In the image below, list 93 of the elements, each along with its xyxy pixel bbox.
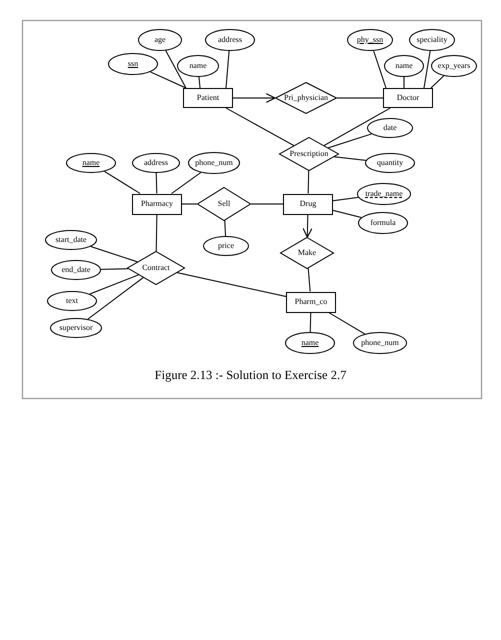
relationship-name: Pri_physician bbox=[284, 94, 328, 102]
figure-caption: Figure 2.13 :- Solution to Exercise 2.7 bbox=[154, 368, 346, 382]
attribute-name: name bbox=[395, 62, 413, 70]
attribute-name: phy_ssn bbox=[356, 36, 384, 44]
entity-box bbox=[383, 88, 433, 108]
relationship-diamond bbox=[127, 251, 185, 285]
attribute-ellipse bbox=[384, 55, 424, 77]
connector-line bbox=[332, 210, 362, 218]
attribute-name: formula bbox=[370, 219, 396, 227]
attribute-ellipse bbox=[203, 236, 249, 256]
attribute-ellipse bbox=[50, 318, 102, 338]
connector-line bbox=[226, 108, 294, 146]
connector-line bbox=[226, 50, 230, 88]
attribute-name: text bbox=[66, 297, 78, 305]
attribute-name: speciality bbox=[416, 36, 448, 44]
relationship-name: Prescription bbox=[290, 150, 328, 158]
attribute-ellipse bbox=[188, 152, 240, 174]
attribute-ellipse bbox=[51, 260, 101, 280]
connector-line bbox=[104, 170, 141, 194]
attribute-ellipse bbox=[132, 153, 180, 173]
arrow bbox=[302, 214, 313, 238]
connector-line bbox=[308, 170, 310, 194]
attribute-name: phone_num bbox=[361, 339, 399, 347]
connector-line bbox=[165, 50, 186, 88]
entity-name: Pharmacy bbox=[141, 200, 173, 208]
connector-line bbox=[373, 50, 386, 88]
attribute-ellipse bbox=[409, 29, 455, 51]
relationship-name: Contract bbox=[142, 264, 170, 272]
partial-key-attribute-ellipse bbox=[357, 183, 411, 205]
connector-line bbox=[198, 76, 200, 88]
attribute-name: address bbox=[144, 159, 168, 167]
connector-line bbox=[424, 50, 431, 88]
attribute-name: quantity bbox=[376, 159, 404, 167]
attribute-name: name bbox=[301, 339, 319, 347]
key-attribute-ellipse bbox=[108, 53, 158, 75]
attribute-name: ssn bbox=[128, 60, 138, 68]
connector-line bbox=[89, 274, 140, 294]
relationship-name: Make bbox=[298, 249, 316, 257]
connector-line bbox=[171, 172, 202, 194]
entity-name: Pharm_co bbox=[294, 298, 328, 306]
attribute-name: start_date bbox=[55, 236, 87, 244]
connector-line bbox=[156, 172, 158, 194]
attribute-ellipse bbox=[45, 230, 97, 250]
attribute-name: age bbox=[154, 36, 166, 44]
relationship-diamond bbox=[197, 187, 251, 221]
connector-line bbox=[176, 272, 286, 298]
entity-name: Doctor bbox=[396, 94, 420, 102]
attribute-ellipse bbox=[205, 29, 255, 51]
relationship-diamond bbox=[279, 137, 339, 171]
connector-line bbox=[310, 312, 312, 332]
attribute-name: name bbox=[189, 62, 207, 70]
key-attribute-ellipse bbox=[66, 153, 116, 173]
entity-box bbox=[283, 194, 333, 214]
connector-line bbox=[156, 214, 158, 252]
connector-line bbox=[328, 133, 372, 148]
attribute-ellipse bbox=[365, 153, 415, 173]
connector-line bbox=[224, 220, 226, 236]
relationship-diamond bbox=[275, 82, 337, 114]
relationship-diamond bbox=[280, 237, 334, 269]
entity-name: Drug bbox=[300, 200, 316, 208]
relationship-name: Sell bbox=[218, 200, 230, 208]
key-attribute-ellipse bbox=[285, 332, 335, 354]
entity-box bbox=[286, 292, 336, 312]
attribute-name: supervisor bbox=[59, 324, 93, 332]
connector-line bbox=[332, 196, 359, 202]
entity-box bbox=[183, 88, 233, 108]
connector-line bbox=[150, 71, 186, 88]
connector-line bbox=[100, 268, 129, 270]
connector-line bbox=[90, 246, 138, 262]
attribute-ellipse bbox=[358, 212, 408, 234]
attribute-ellipse bbox=[177, 55, 219, 77]
attribute-name: address bbox=[218, 36, 242, 44]
attribute-name: exp_years bbox=[438, 62, 470, 70]
attribute-ellipse bbox=[353, 332, 407, 354]
attribute-name: date bbox=[383, 124, 397, 132]
attribute-name: name bbox=[82, 159, 100, 167]
connector-line bbox=[328, 312, 366, 334]
connector-line bbox=[308, 268, 311, 292]
attribute-ellipse bbox=[367, 118, 413, 138]
attribute-name: end_date bbox=[62, 266, 90, 274]
attribute-name: trade_name bbox=[365, 190, 403, 198]
connector-line bbox=[334, 156, 366, 161]
attribute-name: price bbox=[218, 242, 234, 250]
attribute-ellipse bbox=[47, 291, 97, 311]
connector-line bbox=[324, 108, 391, 146]
attribute-ellipse bbox=[138, 29, 182, 51]
attribute-ellipse bbox=[431, 55, 477, 77]
attribute-name: phone_num bbox=[195, 159, 233, 167]
key-attribute-ellipse bbox=[347, 29, 393, 51]
entity-box bbox=[132, 194, 182, 214]
connector-line bbox=[430, 75, 444, 88]
entity-name: Patient bbox=[196, 94, 220, 102]
arrow bbox=[232, 92, 276, 104]
